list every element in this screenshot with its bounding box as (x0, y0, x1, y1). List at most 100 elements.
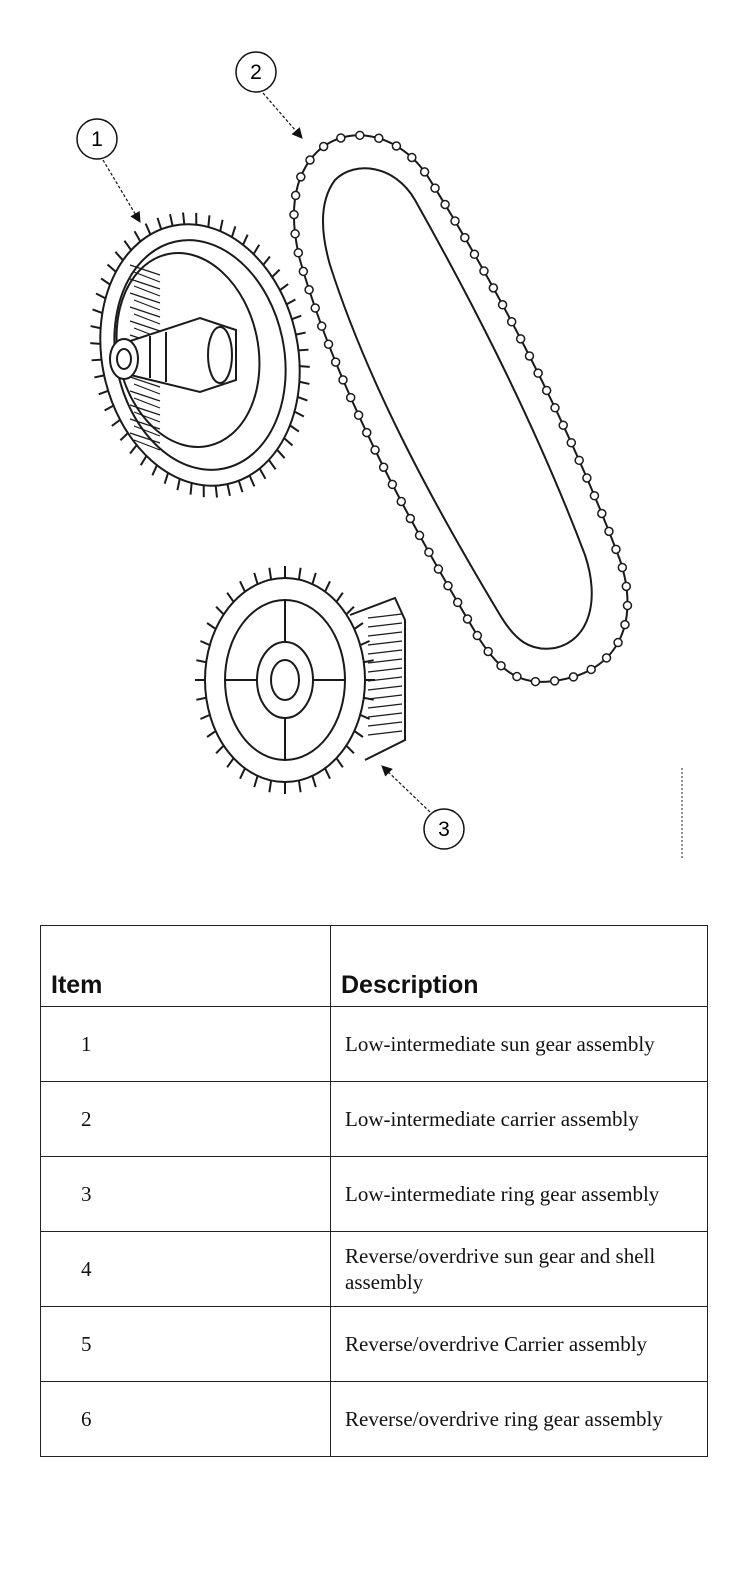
spline-line (133, 397, 161, 409)
chain-link-pin (460, 232, 470, 243)
chain-link-pin (424, 547, 434, 558)
chain-link-pin (515, 334, 526, 344)
spline-line (129, 376, 161, 388)
chain-link-pin (611, 544, 621, 555)
gear-tooth (253, 572, 259, 585)
chain-link-pin (622, 600, 633, 611)
chain-link-pin (355, 130, 365, 141)
chain-link-pin (541, 385, 552, 396)
chain-link-pin (488, 283, 499, 293)
gear-tooth (230, 226, 237, 238)
chain-link-pin (589, 490, 600, 501)
gear-tooth (294, 410, 305, 418)
gear-tooth (345, 606, 355, 616)
table-row: 1 Low-intermediate sun gear assembly (40, 1006, 708, 1082)
chain-link-pin (566, 437, 577, 448)
chain-link-pin (396, 496, 407, 507)
chain-link-pin (293, 248, 304, 258)
spline-line (367, 703, 403, 709)
gear-tooth (163, 472, 170, 484)
gear-tooth (215, 744, 225, 754)
chain-link-pin (506, 317, 517, 327)
ring-gear-drawing (195, 566, 406, 794)
callout-3: 3 (381, 765, 465, 850)
chain-link-pin (323, 339, 334, 349)
table-row: 4 Reverse/overdrive sun gear and shell a… (40, 1231, 708, 1307)
chain-link-pin (440, 199, 450, 210)
spline-line (133, 285, 161, 297)
spline-line (367, 622, 403, 628)
chain-link-pin (450, 216, 460, 226)
gear-tooth (196, 659, 207, 664)
chain-link-pin (512, 671, 522, 682)
chain-link-pin (483, 646, 493, 657)
chain-links (289, 130, 633, 687)
chain-link-pin (338, 375, 348, 385)
chain-link-pin (296, 172, 306, 182)
chain-link-pin (533, 368, 543, 378)
chain-link-pin (370, 445, 380, 455)
item-number: 3 (40, 1156, 331, 1232)
chain-link-pin (469, 249, 480, 260)
gear-tooth (151, 464, 158, 476)
spline-line (367, 631, 403, 637)
gear-tooth (95, 292, 106, 300)
chain-link-pin (289, 209, 299, 220)
gear-tooth (207, 215, 211, 228)
spline-line (133, 313, 161, 325)
chain-link-pin (387, 479, 398, 490)
chain-link-pin (479, 266, 489, 276)
gear-tooth (133, 230, 142, 242)
chain-link-pin (613, 637, 623, 648)
spline-line (367, 676, 403, 682)
chain-link-pin (345, 392, 356, 403)
gear-tooth (129, 444, 138, 455)
chain-link-pin (586, 664, 596, 675)
spline-line (129, 264, 161, 276)
spline-line (367, 685, 403, 691)
spline-line (133, 271, 161, 283)
gear-tooth (206, 622, 217, 630)
chain-link-pin (433, 564, 444, 574)
gear-tooth (206, 730, 217, 738)
gear-tooth (276, 449, 286, 459)
gear-tooth (363, 659, 374, 664)
gear-tooth (215, 606, 225, 616)
gear-tooth (91, 358, 102, 362)
gear-tooth (298, 348, 309, 352)
chain-link-pin (601, 653, 612, 663)
chain-link-pin (298, 266, 309, 277)
spline-line (129, 404, 161, 416)
ring-gear-splines (367, 613, 403, 736)
chain-link-pin (391, 141, 402, 151)
chain-link-pin (621, 581, 632, 592)
gear-tooth (268, 780, 273, 793)
gear-tooth (295, 331, 306, 336)
chain-link-pin (582, 473, 592, 483)
spline-line (367, 712, 403, 718)
gear-tooth (226, 592, 235, 603)
gear-tooth (119, 432, 129, 442)
table-row: 5 Reverse/overdrive Carrier assembly (40, 1306, 708, 1382)
chain-link-pin (430, 183, 440, 193)
gear-tooth (104, 404, 114, 412)
spline-line (367, 658, 403, 664)
chain-link-pin (558, 420, 568, 430)
gear-tooth (226, 483, 231, 497)
chain-link-pin (524, 351, 535, 361)
spline-line (133, 411, 161, 423)
callout-1: 1 (76, 118, 141, 223)
gear-tooth (90, 325, 101, 330)
gear-tooth (345, 744, 355, 754)
gear-tooth (239, 580, 246, 593)
gear-tooth (98, 389, 109, 396)
spline-line (129, 278, 161, 290)
item-description: Low-intermediate ring gear assembly (330, 1156, 708, 1232)
gear-tooth (200, 713, 211, 720)
item-description: Reverse/overdrive Carrier assembly (330, 1306, 708, 1382)
gear-tooth (144, 223, 152, 235)
chain-link-pin (597, 508, 607, 519)
gear-tooth (196, 696, 207, 701)
item-description: Low-intermediate carrier assembly (330, 1081, 708, 1157)
spline-line (367, 721, 403, 727)
